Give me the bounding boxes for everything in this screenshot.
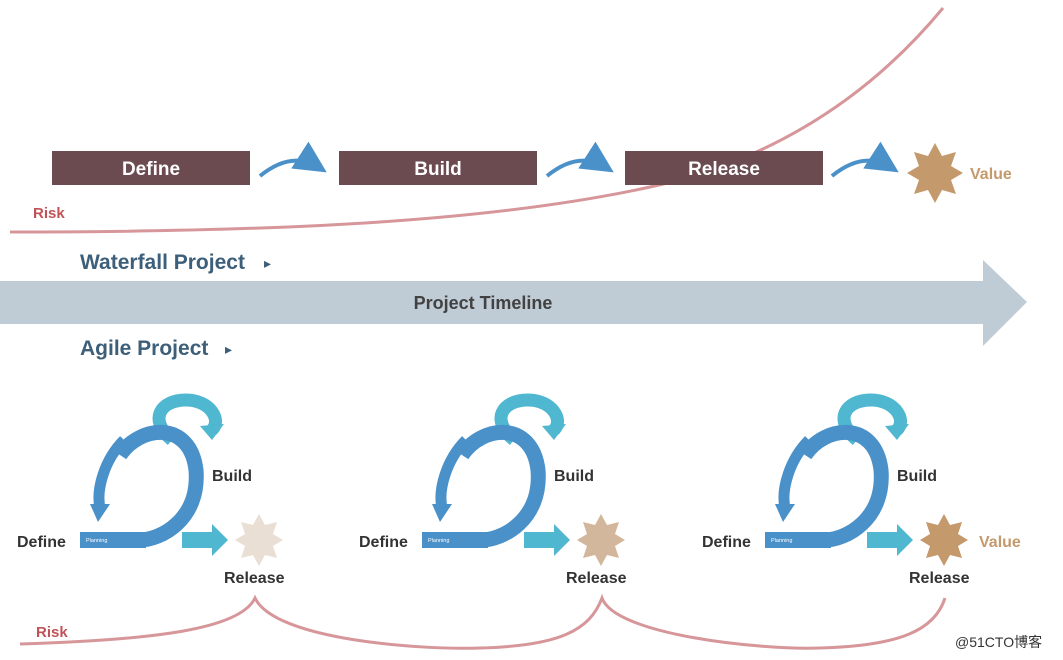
agile-cycle-3: Planning Define Build Release Value — [702, 393, 1021, 587]
cycle-planning-label: Planning — [86, 538, 107, 544]
cycle-left-arc — [435, 436, 471, 510]
cycle-1-star-icon — [235, 514, 283, 566]
waterfall-value-star-icon — [907, 143, 963, 203]
cycle-3-release-label: Release — [909, 570, 970, 587]
cycle-main-circle — [798, 425, 889, 548]
agile-risk-curve — [19, 593, 947, 650]
cycle-left-arrowhead-icon — [432, 504, 452, 522]
cycle-2-build-label: Build — [554, 468, 594, 485]
cycle-top-loop — [152, 393, 222, 445]
cycle-top-loop — [837, 393, 907, 445]
cycle-left-arc — [93, 436, 129, 510]
watermark: @51CTO博客 — [955, 634, 1042, 650]
waterfall-arrow-1 — [258, 141, 327, 178]
cycle-3-value-label: Value — [979, 534, 1021, 551]
cycle-release-arrow — [182, 524, 228, 556]
waterfall-stage-define-label: Define — [122, 159, 180, 180]
cycle-top-loop — [494, 393, 564, 445]
waterfall-stage-release: Release — [625, 151, 823, 185]
cycle-main-circle — [113, 425, 204, 548]
cycle-2-star-icon — [577, 514, 625, 566]
agile-project-title: Agile Project — [80, 337, 208, 360]
project-timeline-label: Project Timeline — [414, 293, 553, 313]
cycle-3-star-icon — [920, 514, 968, 566]
cycle-3-define-label: Define — [702, 534, 751, 551]
cycle-top-loop-arrowhead-icon — [542, 424, 566, 440]
cycle-planning-bar — [422, 532, 488, 548]
cycle-planning-label: Planning — [428, 538, 449, 544]
waterfall-title-marker-icon: ▸ — [264, 255, 271, 271]
cycle-top-loop-arrowhead-icon — [885, 424, 909, 440]
cycle-left-arrowhead-icon — [90, 504, 110, 522]
cycle-1-release-label: Release — [224, 570, 285, 587]
cycle-planning-bar — [80, 532, 146, 548]
waterfall-arrow-2 — [545, 141, 614, 178]
waterfall-stage-build: Build — [339, 151, 537, 185]
cycle-release-arrow — [524, 524, 570, 556]
cycle-2-define-label: Define — [359, 534, 408, 551]
cycle-1-build-label: Build — [212, 468, 252, 485]
waterfall-stage-define: Define — [52, 151, 250, 185]
cycle-3-build-label: Build — [897, 468, 937, 485]
project-timeline-arrow — [0, 260, 1027, 346]
cycle-planning-bar — [765, 532, 831, 548]
cycle-left-arc — [778, 436, 814, 510]
waterfall-project-title: Waterfall Project — [80, 251, 245, 274]
cycle-planning-label: Planning — [771, 538, 792, 544]
waterfall-stage-release-label: Release — [688, 159, 760, 180]
cycle-main-circle — [455, 425, 546, 548]
waterfall-arrow-3 — [830, 141, 899, 178]
cycle-top-loop-arrowhead-icon — [200, 424, 224, 440]
agile-risk-label: Risk — [36, 624, 68, 641]
cycle-left-arrowhead-icon — [775, 504, 795, 522]
agile-cycle-1: Planning Define Build Release — [17, 393, 285, 587]
waterfall-value-label: Value — [970, 166, 1012, 183]
waterfall-stage-build-label: Build — [414, 159, 462, 180]
cycle-release-arrow — [867, 524, 913, 556]
agile-cycle-2: Planning Define Build Release — [359, 393, 627, 587]
cycle-2-release-label: Release — [566, 570, 627, 587]
cycle-1-define-label: Define — [17, 534, 66, 551]
waterfall-risk-label: Risk — [33, 205, 65, 222]
agile-title-marker-icon: ▸ — [225, 341, 232, 357]
waterfall-risk-curve — [9, 7, 945, 234]
